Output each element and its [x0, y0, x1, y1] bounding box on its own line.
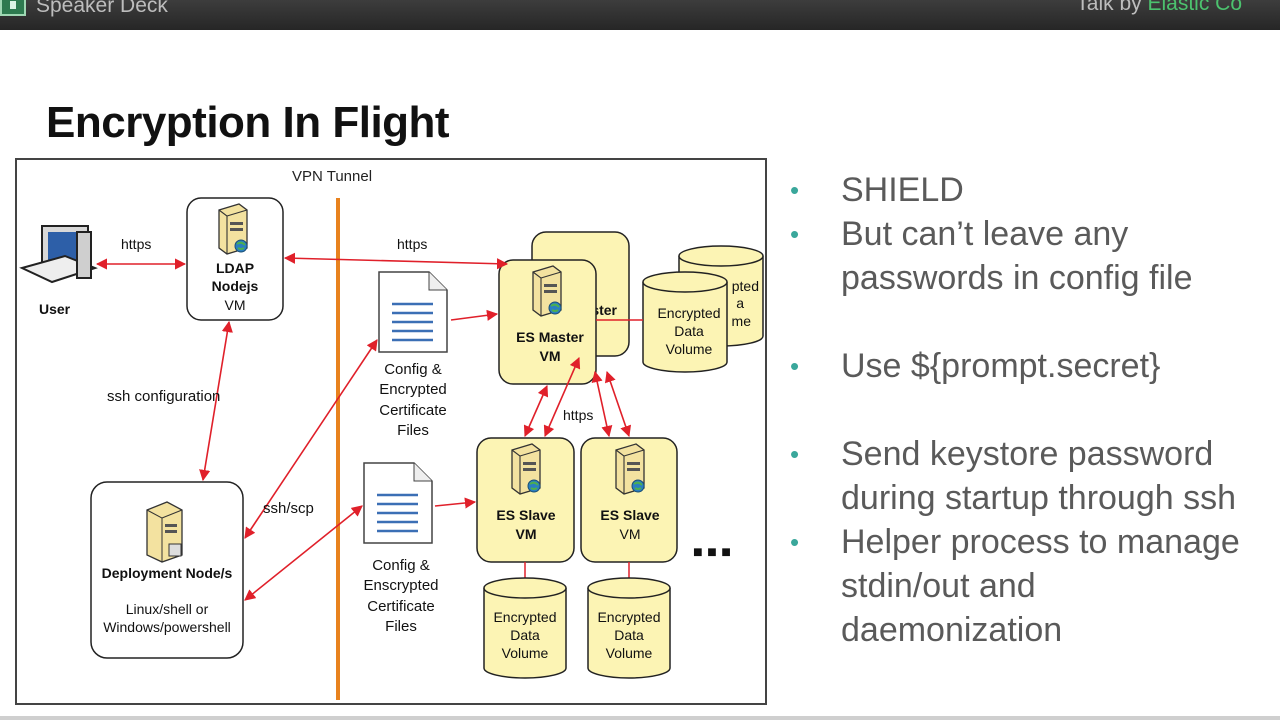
deployment-line-1: Linux/shell or [126, 601, 209, 617]
vol-s2-line: Data [614, 627, 644, 643]
architecture-diagram: VPN Tunnel User LDAP Nodejs VM Deploymen… [15, 158, 767, 705]
vol-back-line: a [736, 295, 744, 311]
encrypted-volume-master-icon [642, 271, 728, 373]
config-top-line: Certificate [379, 402, 447, 419]
user-label: User [39, 301, 71, 317]
config-document-bottom-icon [363, 462, 433, 544]
encrypted-volume-slave-1-icon [483, 577, 567, 679]
vol-s2-line: Volume [606, 645, 653, 661]
ldap-node [186, 197, 284, 321]
config-bottom-line: Certificate [367, 598, 435, 615]
ldap-master-arrow [283, 252, 509, 270]
top-bar: Speaker Deck Talk by Elastic Co [0, 0, 1280, 30]
config-bottom-line: Enscrypted [363, 577, 438, 594]
config-top-line: Config & [384, 361, 442, 378]
ldap-server-icon [218, 203, 248, 255]
vol-front-line: Volume [666, 341, 713, 357]
deployment-line-2: Windows/powershell [103, 619, 231, 635]
more-nodes-ellipsis: ■ ■ ■ [693, 544, 731, 561]
brand[interactable]: Speaker Deck [0, 0, 168, 16]
app-name: Speaker Deck [36, 0, 168, 17]
vol-s2-line: Encrypted [597, 609, 660, 625]
https-master-label: https [397, 236, 427, 252]
config-bottom-slave-arrow [434, 497, 477, 509]
https-slaves-label: https [563, 407, 593, 423]
ldap-label-3: VM [225, 297, 246, 313]
deploy-config-top-arrow [244, 339, 378, 539]
vpn-tunnel-label: VPN Tunnel [292, 168, 372, 185]
talk-attribution: Talk by Elastic Co [1076, 0, 1242, 15]
deployment-title: Deployment Node/s [102, 565, 233, 581]
bullet-dot-icon: • [790, 527, 800, 557]
es-master-label-2: VM [540, 348, 561, 364]
es-slave-1-server-icon [511, 443, 541, 495]
es-slave-1-label-1: ES Slave [496, 507, 555, 523]
author-link[interactable]: Elastic Co [1147, 0, 1242, 15]
master-slave2-arrow-a [591, 370, 613, 438]
es-master-label-1: ES Master [516, 329, 584, 345]
es-master-back-label: ster [591, 302, 617, 318]
slave1-master-arrow-a [523, 384, 549, 438]
master-slave2-arrow-b [604, 370, 632, 438]
es-slave-2-server-icon [615, 443, 645, 495]
bullet-text: Send keystore password during startup th… [841, 435, 1237, 517]
config-top-label: Config & Encrypted Certificate Files [379, 361, 447, 439]
vol-front-line: Data [674, 323, 704, 339]
bullet-text: Use ${prompt.secret} [841, 347, 1161, 385]
deployment-server-icon [146, 501, 183, 563]
encrypted-volume-slave-2-icon [587, 577, 671, 679]
ldap-label-1: LDAP [216, 260, 254, 276]
config-bottom-line: Config & [372, 557, 430, 574]
bullet-dot-icon: • [790, 439, 800, 469]
slide-title: Encryption In Flight [46, 98, 450, 147]
vol-back-line: pted [732, 278, 759, 294]
config-document-top-icon [378, 271, 448, 353]
deploy-config-bottom-arrow [244, 505, 363, 601]
config-top-line: Encrypted [379, 381, 447, 398]
vol-back-line: me [732, 313, 752, 329]
es-slave-1-label-2: VM [516, 526, 537, 542]
es-master-server-icon [532, 265, 562, 317]
bullet-dot-icon: • [790, 219, 800, 249]
vol-s1-line: Data [510, 627, 540, 643]
vol-front-line: Encrypted [657, 305, 720, 321]
config-top-line: Files [397, 422, 429, 439]
config-top-master-arrow [450, 309, 499, 321]
talk-by-label: Talk by [1076, 0, 1148, 15]
config-bottom-label: Config & Enscrypted Certificate Files [363, 557, 438, 635]
bullet-text: But can’t leave any passwords in config … [841, 215, 1193, 297]
user-computer-icon [19, 225, 98, 284]
ssh-scp-label: ssh/scp [263, 500, 314, 517]
es-slave-2-label-1: ES Slave [600, 507, 659, 523]
bullet-dot-icon: • [790, 175, 800, 205]
https-user-label: https [121, 236, 151, 252]
ssh-configuration-label: ssh configuration [107, 388, 220, 405]
bullet-text: SHIELD [841, 171, 964, 209]
ldap-deploy-arrow [199, 320, 233, 482]
es-slave-2-label-2: VM [620, 526, 641, 542]
vol-s1-line: Volume [502, 645, 549, 661]
deployment-node [90, 481, 244, 659]
slave1-master-arrow-b [543, 356, 581, 438]
bottom-bar [0, 716, 1280, 720]
ldap-label-2: Nodejs [212, 278, 259, 294]
speakerdeck-logo-icon [0, 0, 26, 16]
vol-s1-line: Encrypted [493, 609, 556, 625]
bullet-text: Helper process to manage stdin/out and d… [841, 523, 1240, 649]
config-bottom-line: Files [385, 618, 417, 635]
bullet-dot-icon: • [790, 351, 800, 381]
